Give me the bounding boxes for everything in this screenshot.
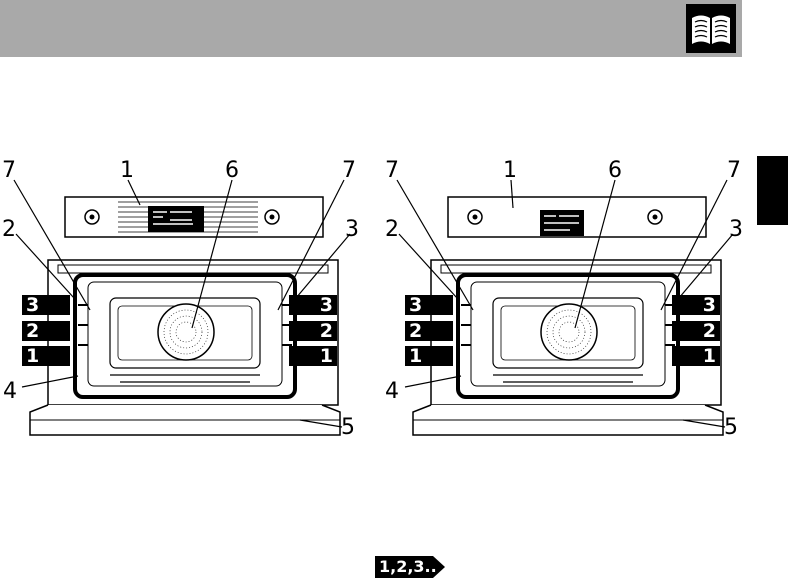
shelf-label-left-1: 1: [22, 346, 70, 366]
callout-3-b: 3: [729, 219, 743, 241]
shelf-label-left-2: 2: [22, 321, 70, 341]
callout-6-b: 6: [608, 160, 622, 182]
callout-3: 3: [345, 219, 359, 241]
shelf-label-right-1: 1: [289, 346, 337, 366]
oven-diagrams: [0, 150, 788, 450]
oven-right: [413, 197, 723, 435]
callout-2-b: 2: [385, 219, 399, 241]
callout-7-right: 7: [342, 160, 356, 182]
callout-6: 6: [225, 160, 239, 182]
shelf-label-left-1-b: 1: [405, 346, 453, 366]
shelf-label-left-3: 3: [22, 295, 70, 315]
shelf-label-right-2-b: 2: [672, 321, 720, 341]
shelf-label-left-2-b: 2: [405, 321, 453, 341]
header-bar: [0, 0, 742, 57]
callout-5: 5: [341, 417, 355, 439]
oven-left: [30, 197, 340, 435]
callout-2: 2: [2, 219, 16, 241]
shelf-label-right-3: 3: [289, 295, 337, 315]
callout-4: 4: [3, 381, 17, 403]
callout-1-b: 1: [503, 160, 517, 182]
shelf-label-left-3-b: 3: [405, 295, 453, 315]
sequence-label: 1,2,3..: [375, 556, 445, 578]
shelf-label-right-3-b: 3: [672, 295, 720, 315]
callout-7-right-b: 7: [727, 160, 741, 182]
open-book-icon: [686, 4, 736, 53]
shelf-label-right-2: 2: [289, 321, 337, 341]
callout-7-left: 7: [2, 160, 16, 182]
callout-4-b: 4: [385, 381, 399, 403]
callout-7-left-b: 7: [385, 160, 399, 182]
callout-5-b: 5: [724, 417, 738, 439]
callout-1: 1: [120, 160, 134, 182]
shelf-label-right-1-b: 1: [672, 346, 720, 366]
